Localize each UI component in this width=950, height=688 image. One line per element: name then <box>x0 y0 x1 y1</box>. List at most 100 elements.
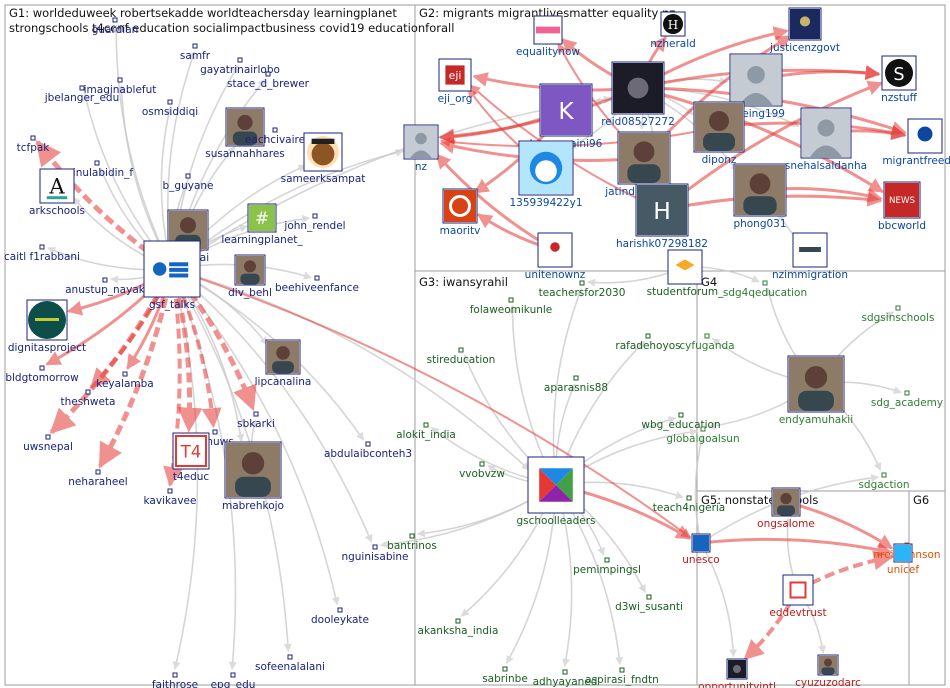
node-unicef[interactable]: unicef <box>887 543 919 576</box>
node-gsf_talks[interactable]: gsf_talks <box>143 240 201 311</box>
edge-grey-gsf_talks-nguinisabine <box>171 268 373 543</box>
node-faithrose[interactable]: faithrose <box>152 672 198 688</box>
node-reid08527272[interactable]: reid08527272 <box>601 61 675 128</box>
node-unitenownz[interactable]: unitenownz <box>525 232 586 281</box>
node-diponz[interactable]: diponz <box>693 101 745 166</box>
node-uwsnepal[interactable]: uwsnepal <box>23 434 73 453</box>
node-phong031[interactable]: phong031 <box>733 163 787 230</box>
node-guardian[interactable]: guardian <box>92 17 139 36</box>
node-stireducation[interactable]: stireducation <box>427 347 496 366</box>
node-b_guyane[interactable]: b_guyane <box>163 173 214 192</box>
node-label-endyamuhakii: endyamuhakii <box>779 414 853 426</box>
node-nz[interactable]: nz <box>403 124 439 173</box>
node-mabrehkojo[interactable]: mabrehkojo <box>222 441 284 512</box>
node-pemimpingsl[interactable]: pemimpingsl <box>573 557 641 576</box>
node-neharaheel[interactable]: neharaheel <box>68 469 128 488</box>
node-bldgtomorrow[interactable]: bldgtomorrow <box>5 365 79 384</box>
node-nguinisabine[interactable]: nguinisabine <box>341 544 409 563</box>
node-susannahhares[interactable]: susannahhares <box>205 107 285 160</box>
node-opportunityintl[interactable]: opportunityintl <box>698 658 776 688</box>
node-dooleykate[interactable]: dooleykate <box>311 607 369 626</box>
node-image-eji_org: eji <box>438 58 472 92</box>
node-aspirasi_fndtn[interactable]: aspirasi_fndtn <box>585 667 659 686</box>
node-jbelanger_edu[interactable]: jbelanger_edu <box>44 85 120 104</box>
node-zainulabidin_f[interactable]: zainulabidin_f <box>61 160 134 179</box>
node-sameerksampat[interactable]: sameerksampat <box>281 132 366 185</box>
node-dot-aspirasi_fndtn <box>619 667 625 673</box>
node-karan_saini96[interactable]: Kkaran_saini96 <box>530 83 603 150</box>
node-bantrinos[interactable]: bantrinos <box>387 533 437 552</box>
node-migrantfreedom[interactable]: migrantfreedom <box>882 118 950 167</box>
node-image-arkschools: A <box>39 168 75 204</box>
node-studentforum_[interactable]: studentforum_ <box>647 249 724 298</box>
node-epg_edu[interactable]: epg_edu <box>211 672 256 688</box>
node-akanksha_india[interactable]: akanksha_india <box>418 618 499 637</box>
node-endyamuhakii[interactable]: endyamuhakii <box>779 355 853 426</box>
node-sdgsinschools[interactable]: sdgsinschools <box>862 305 935 324</box>
group-title-g1-line2: strongschools t4conf education socialimp… <box>9 21 454 35</box>
node-d3wi_susanti[interactable]: d3wi_susanti <box>615 594 683 613</box>
node-abdulaibconteh3[interactable]: abdulaibconteh3 <box>324 441 412 460</box>
node-theshweta[interactable]: theshweta <box>61 389 116 408</box>
node-label-stireducation: stireducation <box>427 354 496 366</box>
node-label-eachcivaire: eachcivaire <box>245 134 305 146</box>
node-nzimmigration[interactable]: nzimmigration <box>772 232 848 281</box>
node-john_rendel[interactable]: john_rendel <box>283 213 346 232</box>
node-eachcivaire[interactable]: eachcivaire <box>245 127 305 146</box>
node-gschoolleaders[interactable]: gschoolleaders <box>516 456 596 527</box>
node-osmsiddiqi[interactable]: osmsiddiqi <box>142 99 198 118</box>
node-caitlf1rabbani[interactable]: caitl f1rabbani <box>4 244 80 263</box>
node-anustup_nayak[interactable]: anustup_nayak <box>65 277 146 296</box>
node-kavikavee[interactable]: kavikavee <box>144 488 197 507</box>
node-cyuzuzodarc[interactable]: cyuzuzodarc <box>795 654 861 688</box>
node-beehiveenfance[interactable]: beehiveenfance <box>275 275 359 294</box>
node-samfr[interactable]: samfr <box>180 43 211 62</box>
node-a135939422y1[interactable]: 135939422y1 <box>509 140 583 209</box>
node-image-phong031 <box>733 163 787 217</box>
node-sdgaction[interactable]: sdgaction <box>858 472 910 491</box>
node-gayatrinairlobo[interactable]: gayatrinairlobo <box>200 57 280 76</box>
node-keyalamba[interactable]: keyalamba <box>96 371 154 390</box>
node-sdg_academy[interactable]: sdg_academy <box>871 390 943 409</box>
node-sabrinbe[interactable]: sabrinbe <box>482 666 528 685</box>
node-unesco[interactable]: unesco <box>682 533 720 566</box>
node-sofeenalalani[interactable]: sofeenalalani <box>255 654 325 673</box>
node-label-john_rendel: john_rendel <box>283 220 345 232</box>
node-vvobvzw[interactable]: vvobvzw <box>459 461 505 480</box>
node-lipcanalina[interactable]: lipcanalina <box>255 339 312 388</box>
group-title-g3: G3: iwansyrahil <box>419 275 508 289</box>
node-dot-sofeenalalani <box>287 654 293 660</box>
node-adhyayaned[interactable]: adhyayaned <box>533 669 598 688</box>
node-sbkarki[interactable]: sbkarki <box>237 411 275 430</box>
node-maoritv[interactable]: maoritv <box>440 188 481 237</box>
node-div_behl[interactable]: div_behl <box>228 254 272 299</box>
node-teach4nigeria[interactable]: teach4nigeria <box>653 495 726 514</box>
node-wbg_education[interactable]: wbg_education <box>641 412 721 431</box>
node-equalitynow[interactable]: equalitynow <box>516 15 580 58</box>
node-teachersfor2030[interactable]: teachersfor2030 <box>539 280 626 299</box>
node-alokit_india[interactable]: alokit_india <box>396 422 456 441</box>
node-aparasnis88[interactable]: aparasnis88 <box>544 375 608 394</box>
node-justicenzgovt[interactable]: justicenzgovt <box>769 7 840 54</box>
node-snehalsaldanha[interactable]: snehalsaldanha <box>785 107 867 172</box>
node-wbeing199[interactable]: wbeing199 <box>727 53 785 120</box>
node-learningplanet_[interactable]: #learningplanet_ <box>221 203 303 246</box>
node-cyfuganda[interactable]: cyfuganda <box>679 333 735 352</box>
node-ongsalome[interactable]: ongsalome <box>757 487 815 530</box>
node-sdg4qeducation[interactable]: sdg4qeducation <box>723 280 807 299</box>
node-folaweomikunle[interactable]: folaweomikunle <box>470 297 553 316</box>
node-stace_d_brewer[interactable]: stace_d_brewer <box>227 71 310 90</box>
node-globalgoalsun[interactable]: globalgoalsun <box>666 426 740 445</box>
node-tcfpak[interactable]: tcfpak <box>17 135 51 154</box>
node-rafadehoyos[interactable]: rafadehoyos <box>615 333 681 352</box>
node-imaginablefut[interactable]: imaginablefut <box>84 77 157 96</box>
node-eddevtrust[interactable]: eddevtrust <box>769 574 827 619</box>
node-dignitasproject[interactable]: dignitasproject <box>8 299 86 354</box>
